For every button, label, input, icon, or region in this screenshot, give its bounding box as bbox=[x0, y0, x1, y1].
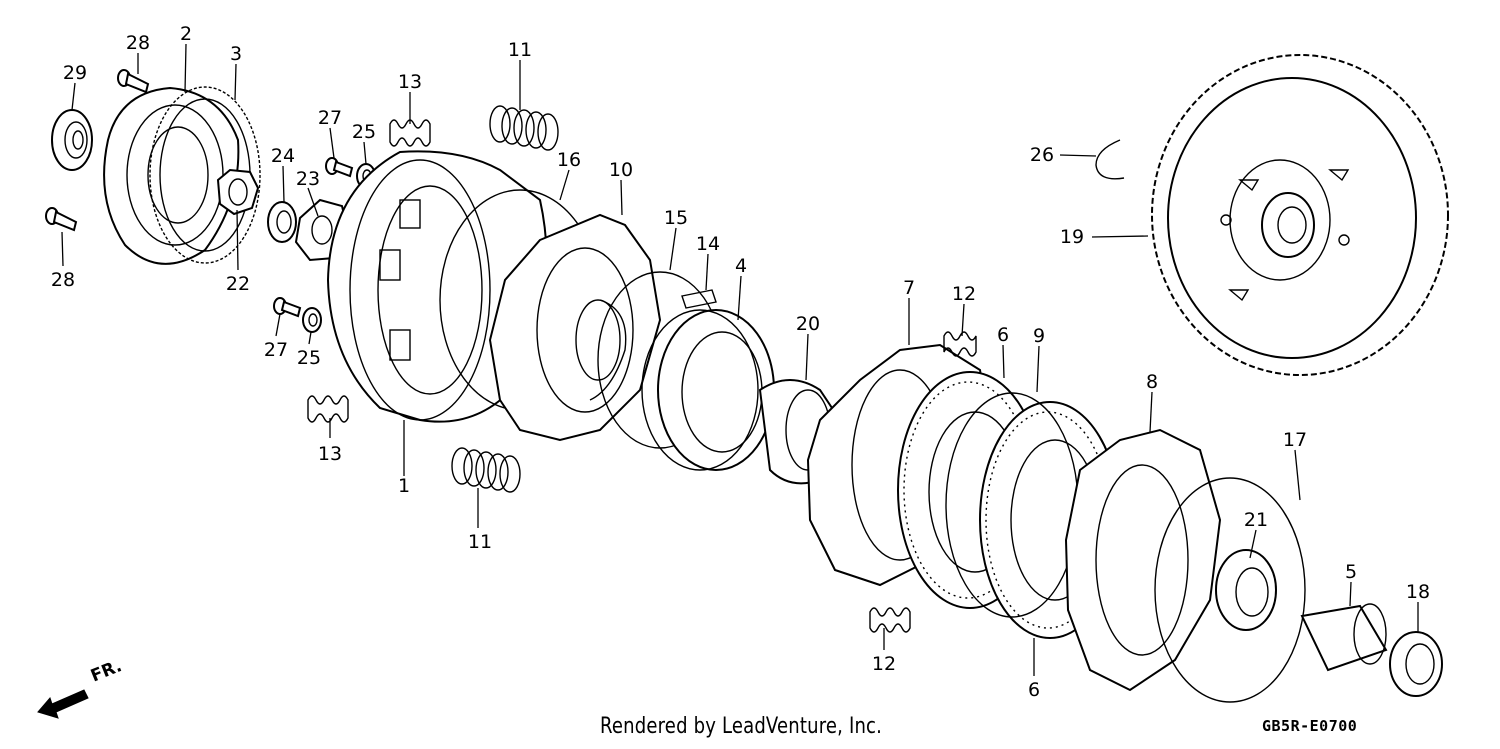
leader-lines bbox=[61, 43, 1419, 676]
label-29: 29 bbox=[63, 62, 87, 84]
label-1: 1 bbox=[398, 475, 410, 497]
label-5: 5 bbox=[1345, 561, 1357, 583]
pressure-plate-part-8[interactable] bbox=[1064, 428, 1222, 692]
label-19: 19 bbox=[1060, 226, 1084, 248]
label-15: 15 bbox=[664, 207, 688, 229]
spring-part-11-bottom[interactable] bbox=[451, 447, 521, 493]
label-3: 3 bbox=[230, 43, 242, 65]
spring-part-13-bottom[interactable] bbox=[307, 395, 349, 423]
bolt-part-28-top[interactable] bbox=[117, 69, 150, 94]
label-27-top: 27 bbox=[318, 107, 342, 129]
label-14: 14 bbox=[696, 233, 720, 255]
spring-part-13-top[interactable] bbox=[389, 119, 431, 147]
spring-part-11-top[interactable] bbox=[489, 105, 559, 151]
label-4: 4 bbox=[735, 255, 747, 277]
collar-part-18[interactable] bbox=[1389, 631, 1443, 697]
credit-text: Rendered by LeadVenture, Inc. bbox=[600, 714, 883, 739]
bearing-part-29[interactable] bbox=[51, 109, 93, 171]
bolt-part-27-bottom[interactable] bbox=[273, 297, 302, 318]
part-labels: 1 2 3 4 5 6 6 7 8 9 10 11 11 12 12 13 13… bbox=[51, 23, 1430, 701]
nut-part-22[interactable] bbox=[216, 168, 260, 216]
front-arrow-icon bbox=[37, 689, 89, 719]
label-17: 17 bbox=[1283, 429, 1307, 451]
circlip-part-26[interactable] bbox=[1095, 139, 1125, 180]
clip-part-14[interactable] bbox=[681, 289, 717, 309]
label-6-bottom: 6 bbox=[1028, 679, 1040, 701]
label-2: 2 bbox=[180, 23, 192, 45]
label-28-bottom: 28 bbox=[51, 269, 75, 291]
label-10: 10 bbox=[609, 159, 633, 181]
bolt-part-28-bottom[interactable] bbox=[45, 207, 78, 232]
label-21: 21 bbox=[1244, 509, 1268, 531]
label-7: 7 bbox=[903, 277, 915, 299]
label-13-bottom: 13 bbox=[318, 443, 342, 465]
label-27-bottom: 27 bbox=[264, 339, 288, 361]
label-22: 22 bbox=[226, 273, 250, 295]
label-25-top: 25 bbox=[352, 121, 376, 143]
one-way-clutch-part-4[interactable] bbox=[641, 309, 775, 471]
label-23: 23 bbox=[296, 168, 320, 190]
label-18: 18 bbox=[1406, 581, 1430, 603]
label-9: 9 bbox=[1033, 325, 1045, 347]
label-11-top: 11 bbox=[508, 39, 532, 61]
label-16: 16 bbox=[557, 149, 581, 171]
needle-bearing-part-5[interactable] bbox=[1300, 603, 1388, 672]
label-13-top: 13 bbox=[398, 71, 422, 93]
label-12-top: 12 bbox=[952, 283, 976, 305]
gear-part-21[interactable] bbox=[1215, 549, 1277, 631]
label-6-top: 6 bbox=[997, 324, 1009, 346]
washer-part-25-bottom[interactable] bbox=[302, 307, 322, 333]
label-25-bottom: 25 bbox=[297, 347, 321, 369]
label-26: 26 bbox=[1030, 144, 1054, 166]
spring-part-12-bottom[interactable] bbox=[869, 607, 911, 633]
washer-part-24[interactable] bbox=[267, 201, 297, 243]
label-20: 20 bbox=[796, 313, 820, 335]
clutch-plate-part-10[interactable] bbox=[488, 213, 662, 442]
snap-ring-part-17[interactable] bbox=[1154, 477, 1306, 703]
diagram-code: GB5R-E0700 bbox=[1262, 717, 1358, 735]
label-24: 24 bbox=[271, 145, 295, 167]
label-8: 8 bbox=[1146, 371, 1158, 393]
driven-gear-part-19[interactable] bbox=[1151, 54, 1449, 376]
label-28-top: 28 bbox=[126, 32, 150, 54]
label-12-bottom: 12 bbox=[872, 653, 896, 675]
label-11-bottom: 11 bbox=[468, 531, 492, 553]
spring-part-12-top[interactable] bbox=[943, 331, 977, 357]
housing-cover-part-2[interactable] bbox=[103, 86, 240, 265]
bolt-part-27-top[interactable] bbox=[325, 157, 354, 178]
